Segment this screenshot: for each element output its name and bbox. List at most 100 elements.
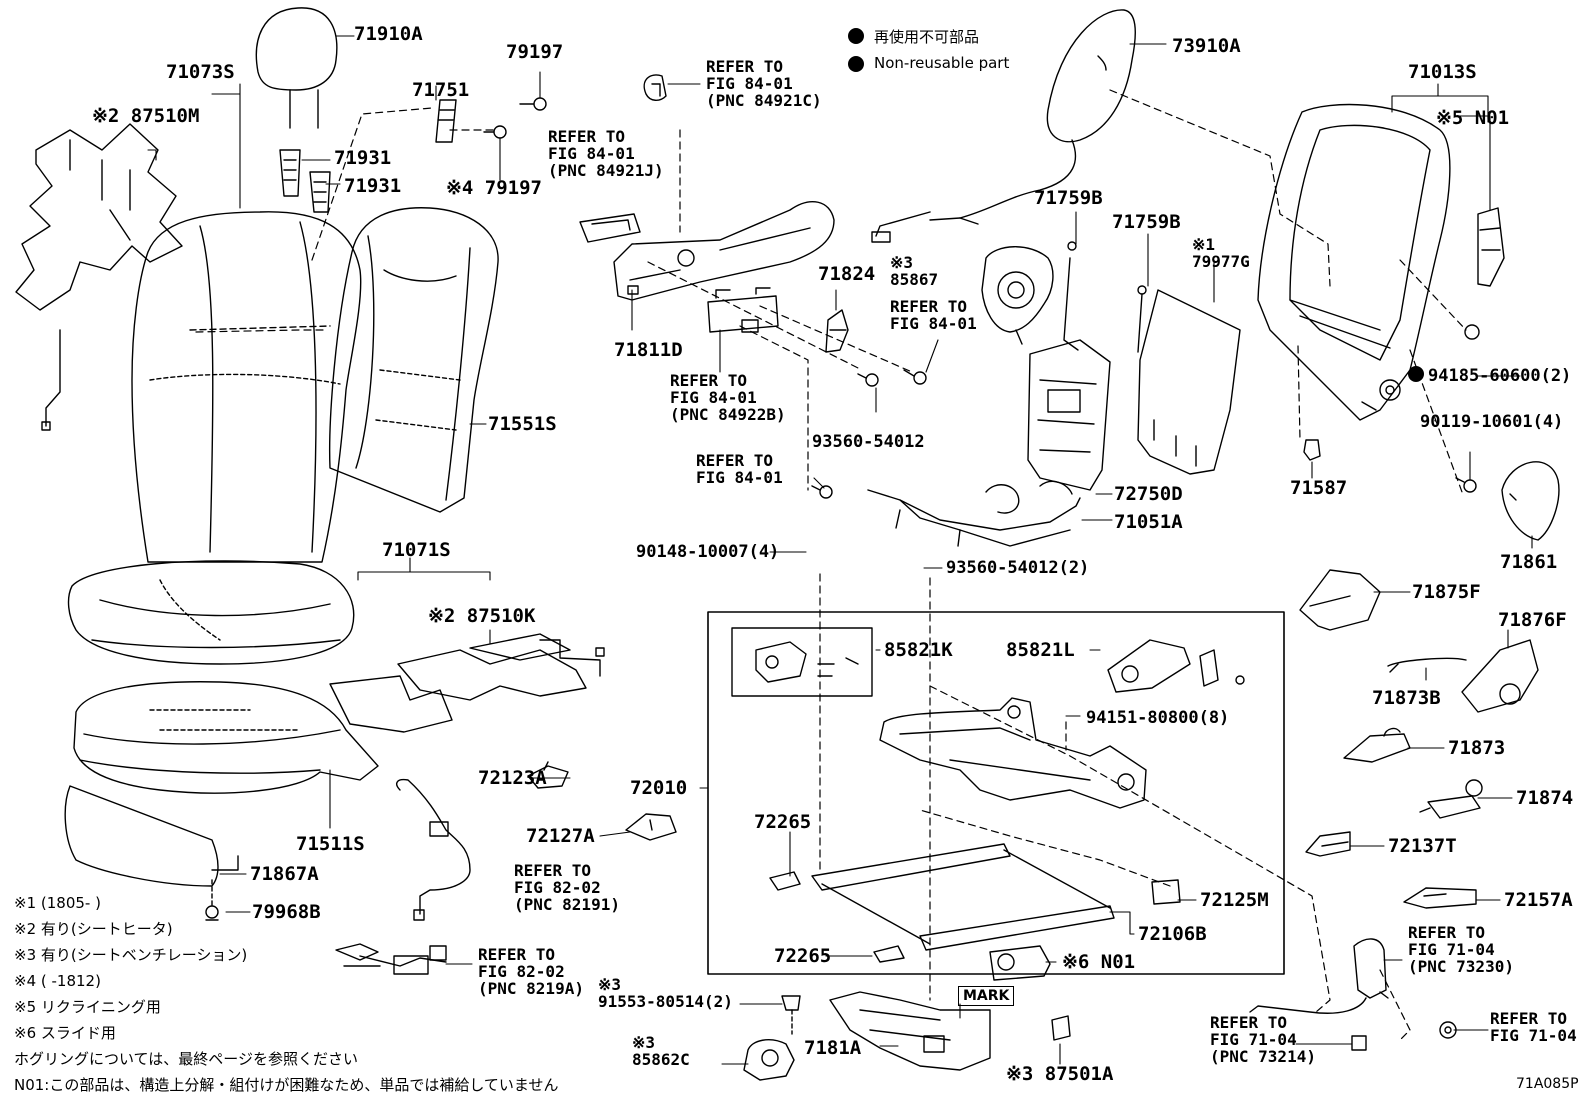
- cover-72157A-illustration: [1403, 887, 1477, 909]
- refer-label-84921J: REFER TO FIG 84-01 (PNC 84921J): [548, 127, 664, 180]
- cushion-heater-illustration: [329, 633, 605, 733]
- dashed-connector-lines: [195, 89, 1467, 1041]
- footnote: ※6 スライド用: [14, 1024, 116, 1042]
- back-board-illustration: [1137, 289, 1241, 475]
- part-label-79968B: 79968B: [252, 901, 321, 923]
- part-label-79197: 79197: [506, 41, 564, 63]
- cushion-pad-illustration: [73, 681, 379, 794]
- part-label-71824: 71824: [818, 263, 876, 285]
- seat-belt-buckle-illustration: [1249, 938, 1389, 1051]
- part-label-93560-54012-2: 93560-54012(2): [946, 558, 1090, 578]
- legend-ja: 再使用不可部品: [874, 28, 980, 46]
- seatback-spring-illustration: [867, 480, 1081, 547]
- seatback-heater-illustration: [15, 123, 183, 431]
- part-label-79977G: ※1 79977G: [1192, 235, 1250, 271]
- seatback-frame-illustration: [1257, 103, 1451, 421]
- side-airbag-illustration: [871, 9, 1136, 243]
- part-label-71811D: 71811D: [614, 339, 683, 361]
- part-label-85821L: 85821L: [1006, 639, 1075, 661]
- part-label-N01-s6: ※6 N01: [1062, 951, 1136, 973]
- footnote: ※2 有り(シートヒータ): [14, 920, 173, 938]
- clip-79968B-illustration: [205, 879, 219, 921]
- part-label-71867A: 71867A: [250, 863, 319, 885]
- harness-illustration-a: [396, 778, 471, 921]
- non-reusable-dot-icon: [1408, 366, 1424, 382]
- part-label-71931: 71931: [344, 175, 402, 197]
- seat-adjuster-box: [707, 611, 1285, 981]
- ventilation-fan-illustration: [981, 246, 1054, 345]
- front-trim-illustration: [64, 785, 239, 887]
- part-label-85862C: ※3 85862C: [632, 1033, 690, 1069]
- legend-dot-icon: [848, 28, 864, 44]
- mark-box: MARK: [958, 986, 1015, 1006]
- refer-label-71-04: REFER TO FIG 71-04: [1490, 1009, 1577, 1045]
- part-label-71051A: 71051A: [1114, 511, 1183, 533]
- part-label-90119-10601: 90119-10601(4): [1420, 412, 1564, 432]
- refer-label-84-01-b: REFER TO FIG 84-01: [696, 451, 783, 487]
- part-label-7181A: 7181A: [804, 1037, 862, 1059]
- part-label-71071S: 71071S: [382, 539, 451, 561]
- clip-illustration-a: [519, 97, 547, 111]
- clip-illustration-b: [483, 125, 507, 139]
- cover-71875F-illustration: [1299, 569, 1381, 631]
- part-label-79197-s4: ※4 79197: [446, 177, 542, 199]
- sensor-87501A-illustration: [1051, 1015, 1071, 1041]
- knob-84921C-illustration: [643, 74, 667, 101]
- part-label-71931: 71931: [334, 147, 392, 169]
- part-label-73910A: 73910A: [1172, 35, 1241, 57]
- cover-71873-illustration: [1343, 727, 1411, 763]
- bolt-93560-illustration: [857, 373, 879, 387]
- part-label-71759B: 71759B: [1034, 187, 1103, 209]
- part-label-71874: 71874: [1516, 787, 1574, 809]
- seat-base-7181A-illustration: [829, 991, 991, 1071]
- footnote: N01:この部品は、構造上分解・組付けが困難なため、単品では補給していません: [14, 1076, 559, 1094]
- part-label-94151-80800: 94151-80800(8): [1086, 708, 1230, 728]
- part-label-71013S: 71013S: [1408, 61, 1477, 83]
- refer-label-8219A: REFER TO FIG 82-02 (PNC 8219A): [478, 945, 584, 998]
- refer-label-84921C: REFER TO FIG 84-01 (PNC 84921C): [706, 57, 822, 110]
- part-label-85867: ※3 85867: [890, 253, 939, 289]
- seatback-pad-illustration: [329, 207, 499, 513]
- cover-71876F-illustration: [1461, 639, 1539, 713]
- footnote: ※1 (1805- ): [14, 894, 101, 912]
- part-label-72137T: 72137T: [1388, 835, 1457, 857]
- part-label-71875F: 71875F: [1412, 581, 1481, 603]
- refer-label-73214: REFER TO FIG 71-04 (PNC 73214): [1210, 1013, 1316, 1066]
- refer-label-73230: REFER TO FIG 71-04 (PNC 73230): [1408, 923, 1514, 976]
- cushion-cover-illustration: [67, 560, 355, 665]
- part-label-93560-54012: 93560-54012: [812, 432, 925, 452]
- refer-label-82191: REFER TO FIG 82-02 (PNC 82191): [514, 861, 620, 914]
- footnote: ※3 有り(シートベンチレーション): [14, 946, 248, 964]
- cover-72137T-illustration: [1305, 831, 1351, 857]
- harness-illustration-b: [335, 943, 447, 975]
- part-label-71873B: 71873B: [1372, 687, 1441, 709]
- refer-label-84922B: REFER TO FIG 84-01 (PNC 84922B): [670, 371, 786, 424]
- part-label-72157A: 72157A: [1504, 889, 1573, 911]
- switch-84921J-illustration: [579, 213, 641, 243]
- legend-dot-icon: [848, 56, 864, 72]
- part-label-71910A: 71910A: [354, 23, 423, 45]
- figure-number: 71A085P: [1516, 1076, 1579, 1092]
- part-label-72265: 72265: [754, 811, 812, 833]
- part-label-72125M: 72125M: [1200, 889, 1269, 911]
- nut-94185-illustration: [1464, 324, 1480, 340]
- bracket-71824-illustration: [825, 309, 849, 353]
- part-label-71861: 71861: [1500, 551, 1558, 573]
- cover-71861-illustration: [1501, 461, 1560, 541]
- part-label-N01-s5: ※5 N01: [1436, 107, 1510, 129]
- footnote: ※4 ( -1812): [14, 972, 101, 990]
- part-label-72123A: 72123A: [478, 767, 547, 789]
- headrest-guide-illustration: [435, 99, 457, 143]
- cover-72123A-illustration: [527, 761, 569, 789]
- cover-72127A-illustration: [625, 813, 677, 841]
- part-label-87501A: ※3 87501A: [1006, 1063, 1114, 1085]
- part-label-94185-60600: 94185-60600(2): [1428, 366, 1572, 386]
- part-label-71073S: 71073S: [166, 61, 235, 83]
- refer-label-84-01-a: REFER TO FIG 84-01: [890, 297, 977, 333]
- leader-lines: [147, 35, 1533, 1065]
- part-label-71511S: 71511S: [296, 833, 365, 855]
- part-label-72106B: 72106B: [1138, 923, 1207, 945]
- bolt-91553-illustration: [781, 995, 801, 1035]
- part-label-71873: 71873: [1448, 737, 1506, 759]
